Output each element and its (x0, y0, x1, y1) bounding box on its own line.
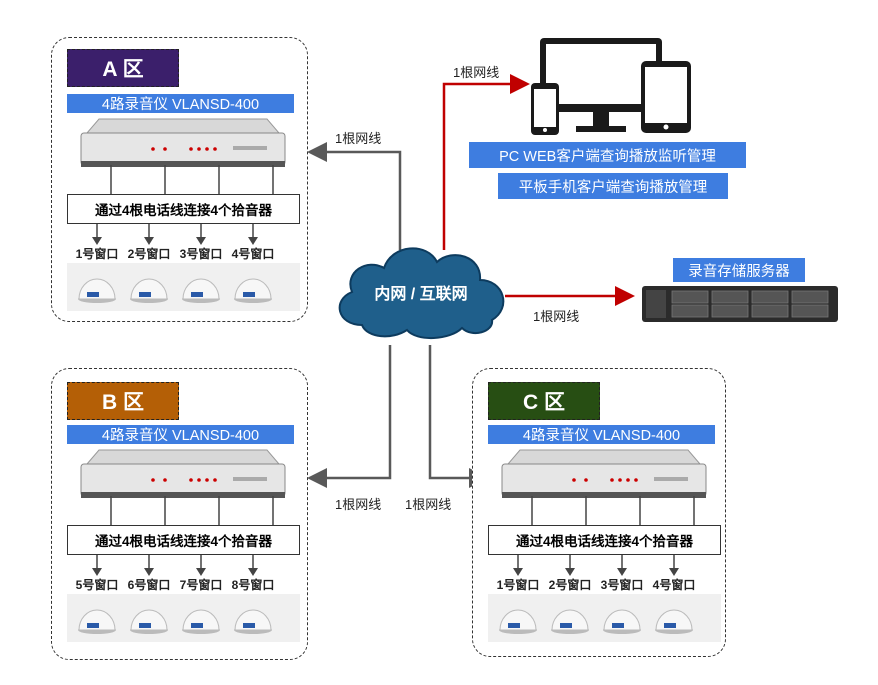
cable-to-zone-b (307, 345, 392, 488)
zone-b-recorder-device (73, 446, 293, 518)
tablet-client-label: 平板手机客户端查询播放管理 (498, 173, 728, 199)
tablet-icon (641, 61, 691, 133)
zone-c-recorder-device (494, 446, 714, 518)
storage-server-icon (642, 286, 838, 322)
microphone-icon (77, 606, 117, 634)
cable-label-server: 1根网线 (533, 309, 580, 324)
zone-a-window-arrows (92, 224, 258, 245)
pc-client-label: PC WEB客户端查询播放监听管理 (469, 142, 746, 168)
zone-a-window-label: 4号窗口 (231, 247, 275, 261)
phone-icon (531, 83, 559, 135)
cable-label-zone-c: 1根网线 (405, 497, 452, 512)
zone-c-window-label: 1号窗口 (496, 578, 540, 592)
microphone-icon (602, 606, 642, 634)
zone-a-device-label: 4路录音仪 VLANSD-400 (67, 94, 294, 113)
zone-b-title: B 区 (67, 382, 179, 420)
cable-to-zone-c (428, 345, 489, 488)
zone-a-recorder-lines (110, 165, 274, 195)
zone-b-window-label: 5号窗口 (75, 578, 119, 592)
zone-b-window-label: 6号窗口 (127, 578, 171, 592)
cable-label-zone-a: 1根网线 (335, 131, 382, 146)
microphone-icon (654, 606, 694, 634)
zone-b-recorder-lines (110, 496, 274, 526)
zone-a-window-label: 1号窗口 (75, 247, 119, 261)
zone-a-microphone-row (67, 263, 300, 311)
zone-c-window-label: 2号窗口 (548, 578, 592, 592)
zone-c-window-label: 4号窗口 (652, 578, 696, 592)
microphone-icon (233, 606, 273, 634)
zone-c-window-label: 3号窗口 (600, 578, 644, 592)
microphone-icon (233, 275, 273, 303)
zone-a-recorder-device (73, 115, 293, 187)
microphone-icon (129, 606, 169, 634)
server-label: 录音存储服务器 (673, 258, 805, 282)
zone-a-window-label: 3号窗口 (179, 247, 223, 261)
zone-a-connection-box: 通过4根电话线连接4个拾音器 (67, 194, 300, 224)
microphone-icon (181, 606, 221, 634)
cable-to-zone-a (307, 142, 402, 250)
microphone-icon (129, 275, 169, 303)
zone-b-microphone-row (67, 594, 300, 642)
zone-c-title: C 区 (488, 382, 600, 420)
zone-b-window-arrows (92, 555, 258, 576)
zone-b-connection-box: 通过4根电话线连接4个拾音器 (67, 525, 300, 555)
zone-b-device-label: 4路录音仪 VLANSD-400 (67, 425, 294, 444)
monitor-icon (540, 38, 662, 132)
zone-c-window-arrows (513, 555, 679, 576)
zone-a-window-label: 2号窗口 (127, 247, 171, 261)
microphone-icon (181, 275, 221, 303)
cloud-label: 内网 / 互联网 (374, 286, 468, 303)
cable-label-clients: 1根网线 (453, 65, 500, 80)
zone-c-connection-box: 通过4根电话线连接4个拾音器 (488, 525, 721, 555)
microphone-icon (77, 275, 117, 303)
zone-c-microphone-row (488, 594, 721, 642)
zone-a-title: A 区 (67, 49, 179, 87)
microphone-icon (550, 606, 590, 634)
zone-c-device-label: 4路录音仪 VLANSD-400 (488, 425, 715, 444)
zone-b-window-label: 7号窗口 (179, 578, 223, 592)
microphone-icon (498, 606, 538, 634)
zone-c-recorder-lines (531, 496, 695, 526)
cable-to-clients (442, 74, 530, 250)
cable-label-zone-b: 1根网线 (335, 497, 382, 512)
zone-b-window-label: 8号窗口 (231, 578, 275, 592)
network-cloud-icon (338, 247, 505, 340)
